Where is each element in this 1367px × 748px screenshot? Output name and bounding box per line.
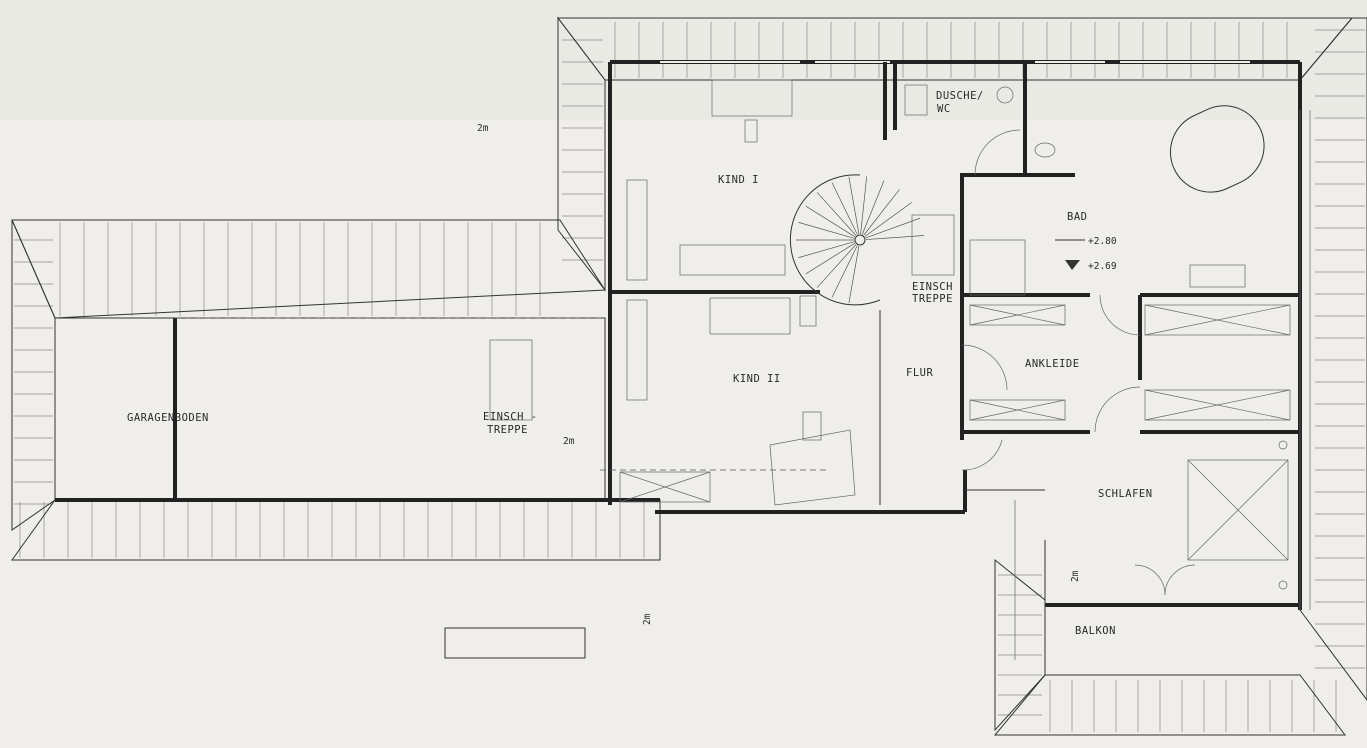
label-einsch-2: TREPPE — [912, 293, 953, 305]
label-einsch-1: EINSCH — [912, 281, 953, 293]
label-flur: FLUR — [906, 367, 933, 379]
height-markers — [1055, 239, 1085, 270]
dimension-top: 2m — [477, 123, 489, 134]
dimension-vertical: 2m — [642, 613, 653, 625]
label-schlafen: SCHLAFEN — [1098, 488, 1153, 500]
height-labels: +2.80 +2.69 — [1088, 236, 1117, 272]
dimension-labels: 2m 2m 2m 2m — [477, 123, 1081, 625]
furniture — [175, 79, 1311, 660]
label-kind1: KIND I — [718, 174, 759, 186]
room-labels: KIND I KIND II BAD DUSCHE/ WC EINSCH TRE… — [127, 90, 1153, 637]
height-2-80: +2.80 — [1088, 236, 1117, 247]
label-balkon: BALKON — [1075, 625, 1116, 637]
label-ankleide: ANKLEIDE — [1025, 358, 1080, 370]
interior-walls — [610, 62, 1300, 676]
label-garage-treppe-1: EINSCH - — [483, 411, 538, 423]
label-garagenboden: GARAGENBODEN — [127, 412, 209, 424]
label-bad: BAD — [1067, 211, 1087, 223]
label-garage-treppe-2: TREPPE — [487, 424, 528, 436]
label-dusche-2: WC — [937, 103, 951, 115]
height-2-69: +2.69 — [1088, 261, 1117, 272]
dimension-schlafen: 2m — [1070, 570, 1081, 582]
dimension-mid: 2m — [563, 436, 575, 447]
label-kind2: KIND II — [733, 373, 781, 385]
label-dusche-1: DUSCHE/ — [936, 90, 984, 102]
